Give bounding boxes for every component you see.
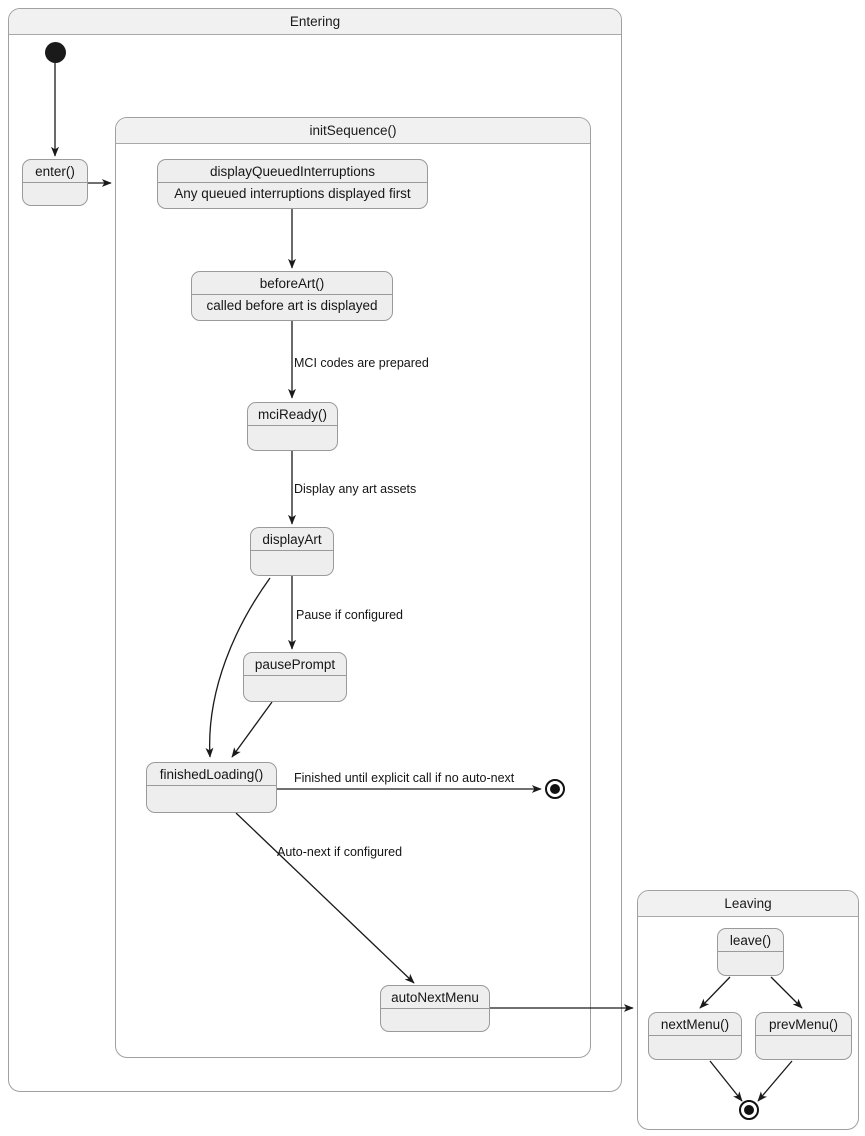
edge-label-pause-if-configured: Pause if configured <box>296 608 404 622</box>
edge-next-menu-to-final <box>709 1060 743 1102</box>
state-next-menu[interactable]: nextMenu() <box>648 1012 742 1060</box>
state-auto-next-menu-body <box>381 1009 489 1028</box>
state-prev-menu[interactable]: prevMenu() <box>755 1012 852 1060</box>
edge-leave-to-prev-menu <box>770 976 803 1009</box>
state-pause-prompt-title: pausePrompt <box>244 653 346 676</box>
final-state-node-entering <box>545 779 565 799</box>
state-mci-ready-title: mciReady() <box>248 403 337 426</box>
state-display-queued-interruptions[interactable]: displayQueuedInterruptions Any queued in… <box>157 159 428 209</box>
state-before-art-body: called before art is displayed <box>206 298 378 313</box>
edge-label-auto-next-if-configured: Auto-next if configured <box>277 845 403 859</box>
edge-label-display-art-assets: Display any art assets <box>294 482 417 496</box>
state-auto-next-menu[interactable]: autoNextMenu <box>380 985 490 1032</box>
state-before-art[interactable]: beforeArt() called before art is display… <box>191 271 393 321</box>
state-before-art-title: beforeArt() <box>192 272 392 295</box>
edge-pause-prompt-to-finished-loading <box>231 701 273 758</box>
state-display-art[interactable]: displayArt <box>250 527 334 576</box>
state-prev-menu-title: prevMenu() <box>756 1013 851 1036</box>
state-mci-ready-body <box>248 426 337 445</box>
state-prev-menu-body <box>756 1036 851 1055</box>
state-leave[interactable]: leave() <box>717 928 784 976</box>
state-display-art-body <box>251 551 333 570</box>
state-mci-ready[interactable]: mciReady() <box>247 402 338 451</box>
composite-state-leaving[interactable]: Leaving <box>637 890 859 1130</box>
state-pause-prompt-body <box>244 676 346 695</box>
edge-finished-loading-to-auto-next-menu <box>235 812 415 984</box>
state-next-menu-title: nextMenu() <box>649 1013 741 1036</box>
initial-state-node <box>45 42 66 63</box>
final-state-node-leaving <box>739 1100 759 1120</box>
state-enter-body <box>23 183 87 202</box>
state-leave-body <box>718 952 783 971</box>
edge-label-finished-until-explicit-call: Finished until explicit call if no auto-… <box>294 771 515 785</box>
state-finished-loading-body <box>147 786 276 805</box>
state-finished-loading-title: finishedLoading() <box>147 763 276 786</box>
edge-display-art-to-finished-loading <box>205 577 271 758</box>
composite-state-entering-title: Entering <box>9 9 621 35</box>
state-leave-title: leave() <box>718 929 783 952</box>
state-enter[interactable]: enter() <box>22 159 88 206</box>
composite-state-leaving-title: Leaving <box>638 891 858 917</box>
state-display-art-title: displayArt <box>251 528 333 551</box>
state-display-queued-interruptions-body: Any queued interruptions displayed first <box>174 186 411 201</box>
state-finished-loading[interactable]: finishedLoading() <box>146 762 277 813</box>
state-next-menu-body <box>649 1036 741 1055</box>
composite-state-init-sequence-title: initSequence() <box>116 118 590 144</box>
edge-leave-to-next-menu <box>699 976 731 1009</box>
composite-state-init-sequence[interactable]: initSequence() <box>115 117 591 1058</box>
final-state-inner-dot-entering <box>550 784 560 794</box>
edge-prev-menu-to-final <box>757 1060 793 1102</box>
state-display-queued-interruptions-title: displayQueuedInterruptions <box>158 160 427 183</box>
state-pause-prompt[interactable]: pausePrompt <box>243 652 347 702</box>
state-enter-title: enter() <box>23 160 87 183</box>
state-auto-next-menu-title: autoNextMenu <box>381 986 489 1009</box>
edge-label-mci-codes-prepared: MCI codes are prepared <box>294 356 429 370</box>
final-state-inner-dot-leaving <box>744 1105 754 1115</box>
